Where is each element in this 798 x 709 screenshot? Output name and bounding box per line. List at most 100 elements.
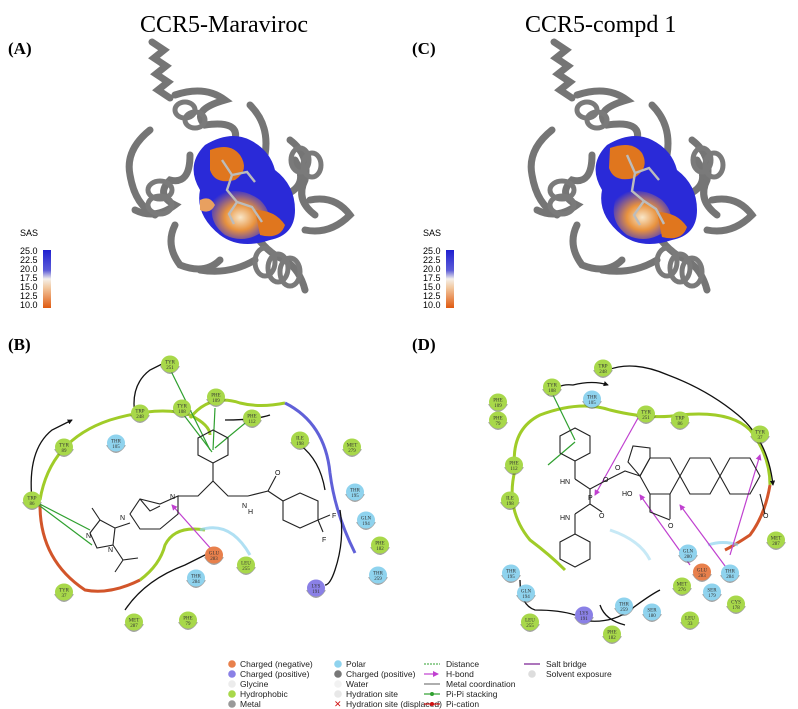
- residue-name: PHE: [493, 399, 502, 404]
- residue-name: THR: [587, 396, 598, 401]
- residue-name: TYR: [59, 444, 70, 449]
- residue-number: 178: [732, 606, 740, 611]
- legend-swatch-glycine: [228, 680, 236, 688]
- residue-number: 191: [580, 617, 588, 622]
- residue-number: 284: [726, 575, 734, 580]
- residue-number: 251: [642, 416, 650, 421]
- svg-text:H-bond: H-bond: [446, 669, 474, 679]
- svg-text:Metal: Metal: [240, 699, 261, 709]
- legend: Charged (negative) Charged (positive) Gl…: [228, 659, 612, 709]
- residue-number: 255: [242, 567, 250, 572]
- residue-number: 89: [62, 449, 68, 454]
- residue-name: GLN: [521, 590, 532, 595]
- legend-swatch-water: [334, 680, 342, 688]
- residue-number: 287: [130, 624, 138, 629]
- residue-name: THR: [373, 572, 384, 577]
- svg-text:20.0: 20.0: [20, 264, 38, 274]
- svg-text:Pi-Pi stacking: Pi-Pi stacking: [446, 689, 498, 699]
- residue-number: 280: [684, 555, 692, 560]
- protein-structure-maraviroc: [125, 38, 355, 294]
- residue-number: 248: [136, 415, 144, 420]
- residue-name: TRP: [135, 410, 144, 415]
- residue-name: GLN: [361, 517, 372, 522]
- residue-number: 198: [296, 442, 304, 447]
- svg-text:O: O: [763, 513, 769, 520]
- title-left: CCR5-Maraviroc: [140, 12, 308, 38]
- panel-label-a: (A): [8, 39, 32, 58]
- svg-text:N: N: [86, 533, 91, 540]
- svg-text:15.0: 15.0: [20, 282, 38, 292]
- residue-number: 108: [178, 410, 186, 415]
- residue-number: 182: [608, 636, 616, 641]
- residue-number: 105: [588, 401, 596, 406]
- residue-number: 37: [62, 594, 68, 599]
- residue-number: 195: [507, 575, 515, 580]
- residue-name: PHE: [493, 417, 502, 422]
- panel-label-c: (C): [412, 39, 436, 58]
- legend-swatch-hydrophobic: [228, 690, 236, 698]
- residue-name: TRP: [598, 365, 607, 370]
- residue-name: SER: [707, 589, 717, 594]
- residue-name: GLU: [697, 569, 708, 574]
- svg-text:N: N: [170, 494, 175, 501]
- legend-swatch-solvent-exposure: [528, 670, 536, 678]
- panel-label-d: (D): [412, 335, 436, 354]
- residue-number: 194: [362, 522, 370, 527]
- residue-number: 255: [526, 624, 534, 629]
- svg-text:SAS: SAS: [20, 228, 38, 238]
- residue-name: THR: [506, 570, 517, 575]
- residue-name: TYR: [755, 431, 766, 436]
- svg-text:SAS: SAS: [423, 228, 441, 238]
- svg-text:Solvent exposure: Solvent exposure: [546, 669, 612, 679]
- residue-number: 259: [374, 577, 382, 582]
- residue-name: THR: [725, 570, 736, 575]
- svg-text:O: O: [275, 470, 281, 477]
- residue-number: 284: [192, 580, 200, 585]
- residue-name: MET: [677, 583, 688, 588]
- svg-text:10.0: 10.0: [20, 300, 38, 310]
- interaction-diagram-maraviroc: N N N N N H O F F TYR251PHE109TRP248TYR1…: [22, 355, 390, 632]
- svg-text:Hydration site: Hydration site: [346, 689, 398, 699]
- residue-number: 198: [506, 502, 514, 507]
- residue-number: 112: [510, 467, 518, 472]
- legend-swatch-pipi: [424, 692, 440, 696]
- residue-name: TYR: [641, 411, 652, 416]
- residue-name: TYR: [165, 361, 176, 366]
- svg-text:25.0: 25.0: [20, 246, 38, 256]
- interaction-diagram-compd1: HN HN P O O HO O O O TRP248TYR108PHE109T…: [488, 359, 786, 644]
- residue-number: 79: [186, 622, 192, 627]
- residue-number: 37: [758, 436, 764, 441]
- residue-name: THR: [111, 440, 122, 445]
- residue-name: MET: [347, 444, 358, 449]
- svg-text:F: F: [332, 513, 336, 520]
- svg-text:Water: Water: [346, 679, 369, 689]
- svg-text:Pi-cation: Pi-cation: [446, 699, 479, 709]
- sas-colorbar-a: SAS 25.0 22.5 20.0 17.5 15.0 12.5 10.0: [20, 228, 51, 310]
- residue-number: 251: [166, 366, 174, 371]
- residue-number: 86: [30, 502, 36, 507]
